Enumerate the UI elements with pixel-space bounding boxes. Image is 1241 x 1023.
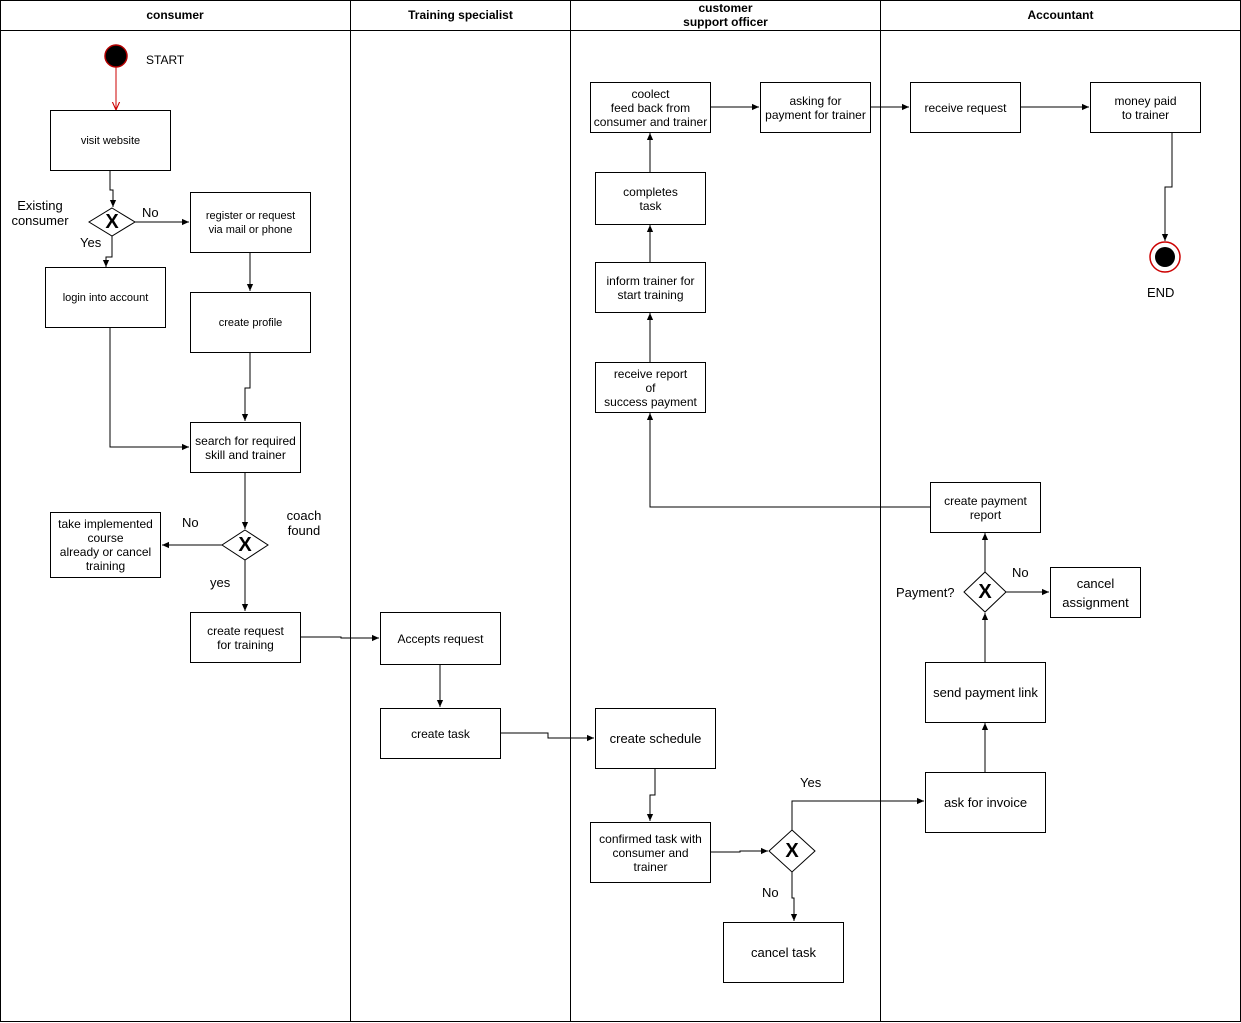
task-confirmed-task: confirmed task with consumer and trainer xyxy=(590,822,711,883)
end-event xyxy=(1149,241,1181,273)
task-search: search for required skill and trainer xyxy=(190,422,301,473)
flow-gateway-to-login xyxy=(102,236,113,267)
label-yes-invoice: Yes xyxy=(800,775,822,790)
gateway-mark-payment: X xyxy=(978,581,992,603)
label-yes-coach: yes xyxy=(210,575,231,590)
flow-gateway-to-cancel-task xyxy=(790,872,798,921)
flow-login-to-search xyxy=(109,327,189,451)
task-accepts-request: Accepts request xyxy=(380,612,501,665)
task-inform-trainer: inform trainer for start training xyxy=(595,262,706,313)
flow-money-paid-to-end xyxy=(1161,132,1173,241)
task-create-request: create request for training xyxy=(190,612,301,663)
task-receive-request: receive request xyxy=(910,82,1021,133)
lane-header-support-officer: customer support officer xyxy=(683,1,768,29)
task-create-payment-report: create payment report xyxy=(930,482,1041,533)
task-visit-website: visit website xyxy=(50,110,171,171)
task-take-course-or-cancel: take implemented course already or cance… xyxy=(50,512,161,578)
gateway-mark-coach: X xyxy=(238,534,252,556)
task-create-schedule: create schedule xyxy=(595,708,716,769)
gateway-mark-confirmed: X xyxy=(785,840,799,862)
gateway-mark-existing: X xyxy=(105,211,119,233)
flow-gateway-to-invoice xyxy=(791,797,924,830)
label-payment-question: Payment? xyxy=(896,585,955,600)
flow-visit-to-gateway xyxy=(109,170,117,207)
lane-header-accountant: Accountant xyxy=(1027,8,1094,22)
flow-request-to-accepts xyxy=(300,634,379,642)
flow-report-to-receive-report xyxy=(646,413,930,508)
task-completes-task: completes task xyxy=(595,172,706,225)
flow-profile-to-search xyxy=(241,352,251,421)
start-event xyxy=(104,44,128,68)
label-no-coach: No xyxy=(182,515,199,530)
flow-schedule-to-confirmed xyxy=(646,768,656,821)
label-no-cancel-task: No xyxy=(762,885,779,900)
lane-header-training-specialist: Training specialist xyxy=(408,8,513,22)
task-create-task: create task xyxy=(380,708,501,759)
task-create-profile: create profile xyxy=(190,292,311,353)
label-coach-found: coach found xyxy=(286,508,322,538)
gateway-payment xyxy=(963,571,1007,613)
start-label: START xyxy=(146,53,185,67)
task-register: register or request via mail or phone xyxy=(190,192,311,253)
lane-header-consumer: consumer xyxy=(146,8,204,22)
label-yes-login: Yes xyxy=(80,235,102,250)
task-send-payment-link: send payment link xyxy=(925,662,1046,723)
task-collect-feedback: coolect feed back from consumer and trai… xyxy=(590,82,711,133)
task-asking-payment: asking for payment for trainer xyxy=(760,82,871,133)
end-label: END xyxy=(1147,285,1175,300)
task-receive-report: receive report of success payment xyxy=(595,362,706,413)
label-no-payment: No xyxy=(1012,565,1029,580)
task-cancel-assignment: cancel assignment xyxy=(1050,567,1141,618)
flow-task-to-schedule xyxy=(500,732,594,742)
task-cancel-task: cancel task xyxy=(723,922,844,983)
flow-confirmed-to-gateway xyxy=(710,847,768,855)
task-login: login into account xyxy=(45,267,166,328)
label-no-register: No xyxy=(142,205,159,220)
task-money-paid: money paid to trainer xyxy=(1090,82,1201,133)
label-existing-consumer: Existing consumer xyxy=(11,198,69,228)
task-ask-invoice: ask for invoice xyxy=(925,772,1046,833)
